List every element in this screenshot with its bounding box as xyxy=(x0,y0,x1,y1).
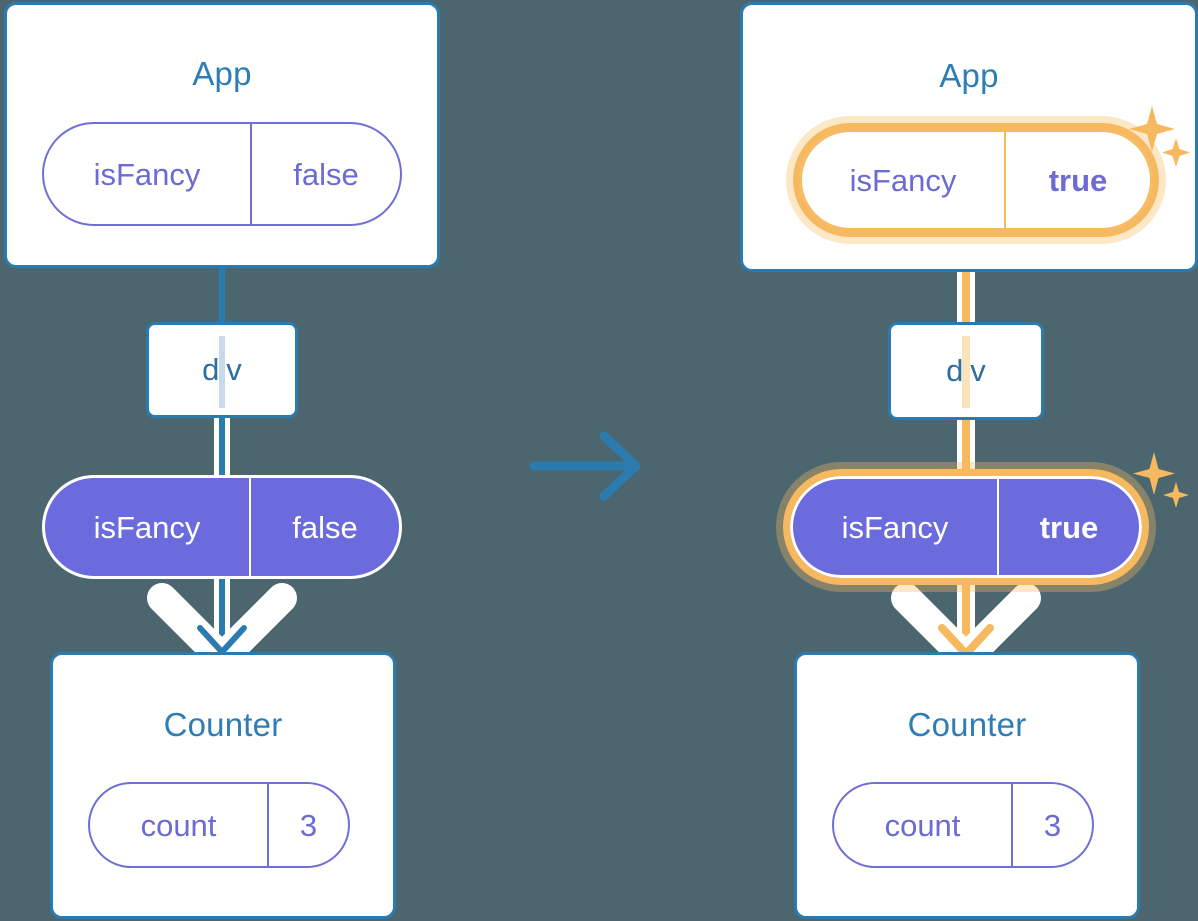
prop-pill-key-right: isFancy xyxy=(841,509,949,545)
counter-state-key-left: count xyxy=(140,807,217,843)
counter-title-right: Counter xyxy=(907,706,1027,743)
counter-state-value-right: 3 xyxy=(1011,784,1092,866)
counter-state-pill-right: count 3 xyxy=(832,782,1094,868)
app-state-key-right: isFancy xyxy=(849,162,957,198)
prop-pill-value-right: true xyxy=(997,479,1139,575)
prop-pill-key-left: isFancy xyxy=(93,509,201,545)
app-state-value-left: false xyxy=(250,124,400,224)
counter-state-key-right: count xyxy=(884,807,961,843)
app-title-right: App xyxy=(939,57,999,94)
app-title-left: App xyxy=(192,55,252,92)
prop-pill-value-left: false xyxy=(249,478,399,576)
prop-pill-right: isFancy true xyxy=(790,476,1142,578)
counter-title-left: Counter xyxy=(163,706,283,743)
transition-arrow-icon xyxy=(529,431,641,501)
app-state-pill-right: isFancy true xyxy=(800,130,1152,230)
app-state-pill-left: isFancy false xyxy=(42,122,402,226)
app-state-key-left: isFancy xyxy=(93,156,201,192)
app-state-value-right: true xyxy=(1004,132,1150,228)
prop-pill-left: isFancy false xyxy=(42,475,402,579)
counter-state-value-left: 3 xyxy=(267,784,348,866)
counter-state-pill-left: count 3 xyxy=(88,782,350,868)
